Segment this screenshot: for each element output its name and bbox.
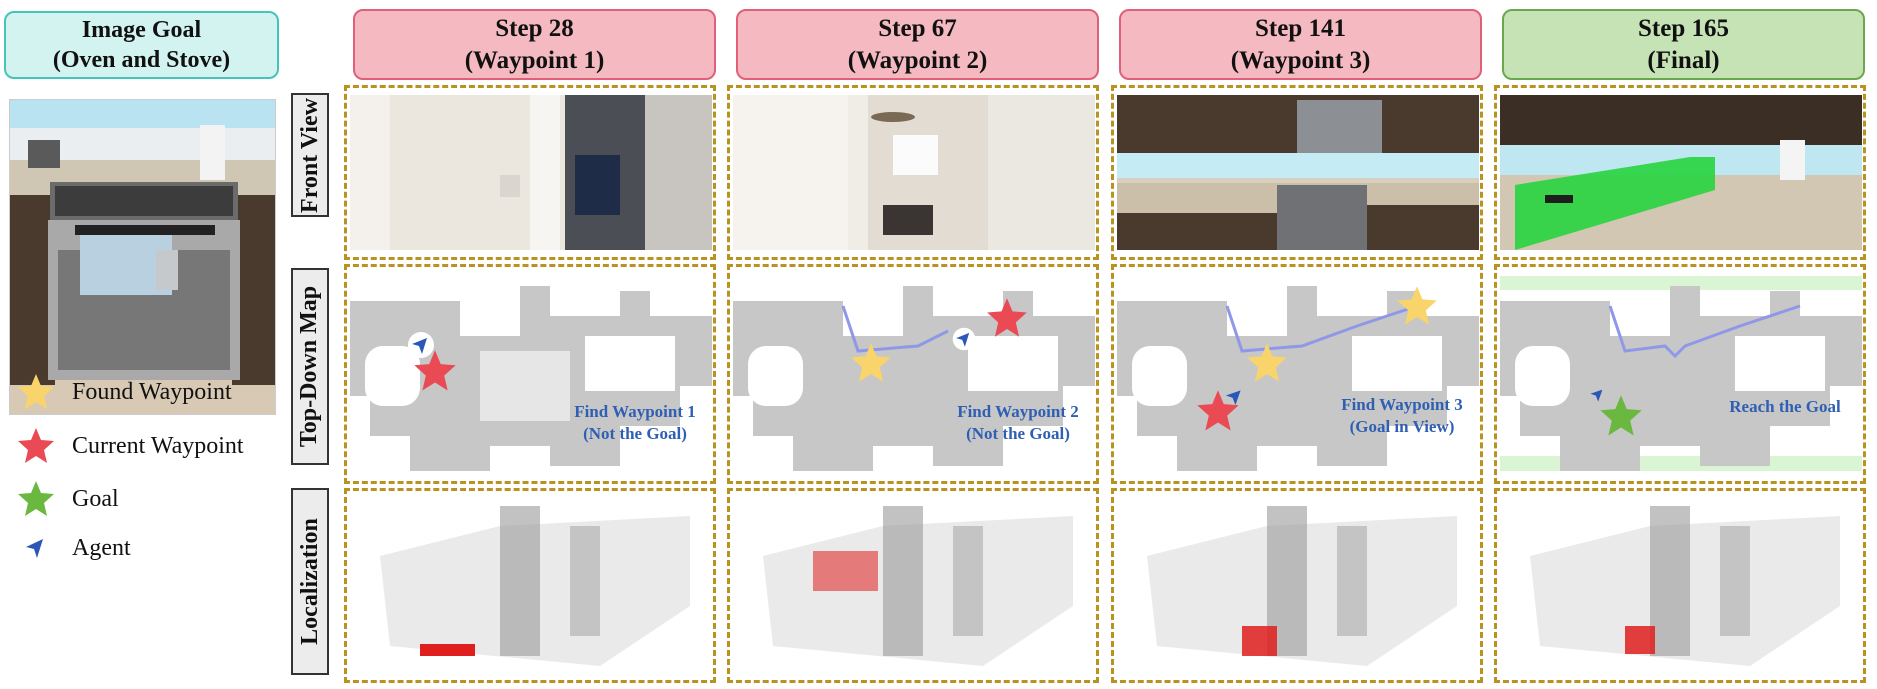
agent-arrow-icon xyxy=(26,539,43,558)
goal-star-icon xyxy=(18,481,54,516)
front-view-image-2 xyxy=(733,95,1095,250)
legend-label: Current Waypoint xyxy=(72,432,244,459)
top-down-map-2: Find Waypoint 2 (Not the Goal) xyxy=(733,276,1095,471)
front-view-panel-1 xyxy=(344,85,716,260)
legend-agent: Agent xyxy=(10,526,131,570)
localization-point-cloud-1 xyxy=(350,496,712,676)
agent-arrow-icon xyxy=(1590,389,1603,402)
found-waypoint-star-icon xyxy=(851,343,891,382)
image-goal-subtitle: (Oven and Stove) xyxy=(52,47,231,73)
step-header-4: Step 165 (Final) xyxy=(1502,9,1865,80)
agent-arrow-icon xyxy=(1225,390,1241,406)
top-down-map-3: Find Waypoint 3 (Goal in View) xyxy=(1117,276,1479,471)
current-waypoint-star-icon xyxy=(18,428,54,463)
step-title: Step 141 xyxy=(1255,14,1346,42)
step-title: Step 165 xyxy=(1638,14,1729,42)
image-goal-header: Image Goal (Oven and Stove) xyxy=(4,11,279,79)
current-waypoint-star-icon xyxy=(987,298,1027,337)
goal-star-icon xyxy=(1600,395,1642,436)
front-view-panel-4 xyxy=(1494,85,1866,260)
top-down-map-1: Find Waypoint 1 (Not the Goal) xyxy=(350,276,712,471)
current-waypoint-star-icon xyxy=(414,350,456,391)
localization-point-cloud-2 xyxy=(733,496,1095,676)
map-caption-1: Find Waypoint 1 (Not the Goal) xyxy=(574,402,696,443)
legend-label: Goal xyxy=(72,485,119,512)
agent-arrow-icon xyxy=(408,332,434,358)
localization-panel-3 xyxy=(1111,488,1483,683)
current-waypoint-star-icon xyxy=(1197,390,1239,431)
step-header-2: Step 67 (Waypoint 2) xyxy=(736,9,1099,80)
agent-arrow-icon xyxy=(952,327,976,351)
found-waypoint-star-icon xyxy=(18,374,54,409)
found-waypoint-star-icon xyxy=(1247,343,1287,382)
step-title: Step 67 xyxy=(878,14,957,42)
front-view-image-1 xyxy=(350,95,712,250)
legend-found-waypoint: Found Waypoint xyxy=(10,370,232,414)
localization-point-cloud-4 xyxy=(1500,496,1862,676)
step-subtitle: (Waypoint 2) xyxy=(847,46,988,74)
top-down-map-panel-2 xyxy=(727,264,1099,484)
front-view-panel-2 xyxy=(727,85,1099,260)
found-waypoint-star-icon xyxy=(1397,286,1437,325)
legend-current-waypoint: Current Waypoint xyxy=(10,424,244,468)
top-down-map-panel-4 xyxy=(1494,264,1866,484)
row-label-front-view: Front View xyxy=(291,93,329,217)
front-view-image-3 xyxy=(1117,95,1479,250)
top-down-map-4: Reach the Goal xyxy=(1500,276,1862,471)
localization-point-cloud-3 xyxy=(1117,496,1479,676)
localization-panel-2 xyxy=(727,488,1099,683)
map-caption-2: Find Waypoint 2 (Not the Goal) xyxy=(957,402,1079,443)
step-header-1: Step 28 (Waypoint 1) xyxy=(353,9,716,80)
row-label-localization: Localization xyxy=(291,488,329,675)
legend-goal: Goal xyxy=(10,477,119,521)
goal-image-oven-stove xyxy=(9,99,276,415)
row-label-top-down-map: Top-Down Map xyxy=(291,268,329,465)
image-goal-title: Image Goal xyxy=(81,17,202,43)
front-view-image-4 xyxy=(1500,95,1862,250)
legend-label: Found Waypoint xyxy=(72,378,232,405)
legend-label: Agent xyxy=(72,534,131,561)
step-subtitle: (Waypoint 1) xyxy=(464,46,605,74)
front-view-panel-3 xyxy=(1111,85,1483,260)
map-caption-4: Reach the Goal xyxy=(1729,397,1841,416)
step-subtitle: (Final) xyxy=(1647,46,1720,74)
top-down-map-panel-3 xyxy=(1111,264,1483,484)
map-caption-3: Find Waypoint 3 (Goal in View) xyxy=(1341,395,1463,436)
top-down-map-panel-1 xyxy=(344,264,716,484)
step-header-3: Step 141 (Waypoint 3) xyxy=(1119,9,1482,80)
localization-panel-4 xyxy=(1494,488,1866,683)
step-title: Step 28 xyxy=(495,14,574,42)
localization-panel-1 xyxy=(344,488,716,683)
step-subtitle: (Waypoint 3) xyxy=(1230,46,1371,74)
